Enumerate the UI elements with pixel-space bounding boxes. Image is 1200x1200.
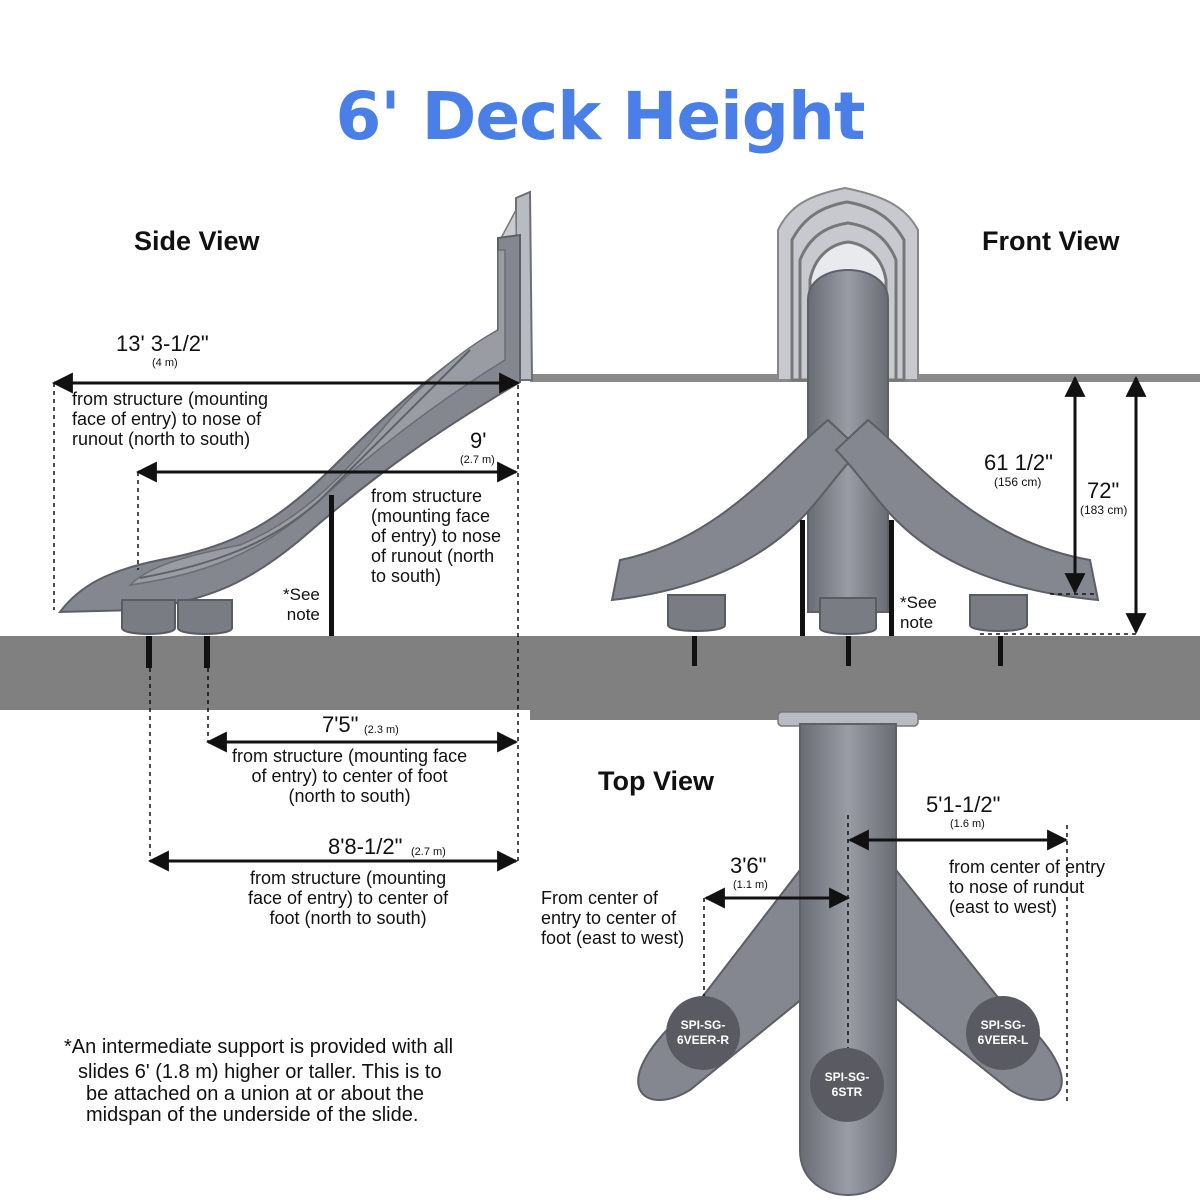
- dimension-lines: [51, 372, 1147, 1105]
- nose-offset-value: 5'1-1/2": [926, 792, 1001, 817]
- nose-offset-desc: from center of entry to nose of runout (…: [949, 857, 1106, 917]
- top-view-label: Top View: [598, 766, 715, 796]
- footnote-star: *: [64, 1036, 72, 1058]
- seven-ft-desc: from structure (mounting face of entry) …: [232, 746, 468, 806]
- nine-ft-desc: from structure (mounting face of entry) …: [371, 486, 502, 586]
- footnote-line-1: An intermediate support is provided with…: [71, 1036, 454, 1058]
- nine-ft-value: 9': [470, 428, 487, 453]
- nine-ft-metric: (2.7 m): [460, 454, 495, 466]
- inner-height-metric: (156 cm): [994, 475, 1042, 489]
- nose-offset-metric: (1.6 m): [950, 818, 985, 830]
- side-see-note: *See note: [283, 585, 320, 624]
- outer-height-value: 72": [1087, 478, 1120, 503]
- overall-length-desc: from structure (mounting face of entry) …: [72, 389, 269, 449]
- seven-ft-value: 7'5": [322, 712, 359, 737]
- footnote-line-3: be attached on a union at or about the: [86, 1083, 425, 1105]
- foot-offset-desc: From center of entry to center of foot (…: [541, 888, 685, 948]
- footnote-line-2: slides 6' (1.8 m) higher or taller. This…: [78, 1061, 442, 1083]
- footnote: *An intermediate support is provided wit…: [64, 1036, 453, 1058]
- overall-length-value: 13' 3-1/2": [116, 331, 209, 356]
- eight-ft-metric: (2.7 m): [411, 846, 446, 858]
- seven-ft-metric: (2.3 m): [364, 724, 399, 736]
- outer-height-metric: (183 cm): [1080, 503, 1128, 517]
- foot-offset-metric: (1.1 m): [733, 879, 768, 891]
- model-badge-straight: SPI-SG- 6STR: [810, 1048, 884, 1122]
- model-badge-veer-left: SPI-SG- 6VEER-L: [966, 996, 1040, 1070]
- front-see-note: *See note: [900, 593, 937, 632]
- model-badge-veer-right: SPI-SG- 6VEER-R: [666, 996, 740, 1070]
- front-view-label: Front View: [982, 226, 1120, 256]
- page-title: 6' Deck Height: [335, 78, 865, 155]
- front-view-slide: [610, 186, 1100, 666]
- side-view-label: Side View: [134, 226, 260, 256]
- footnote-line-4: midspan of the underside of the slide.: [86, 1104, 419, 1126]
- overall-length-metric: (4 m): [152, 357, 178, 369]
- foot-offset-value: 3'6": [730, 853, 767, 878]
- ground-band-lower-right: [530, 636, 1200, 720]
- eight-ft-value: 8'8-1/2": [328, 834, 403, 859]
- eight-ft-desc: from structure (mounting face of entry) …: [248, 868, 449, 928]
- inner-height-value: 61 1/2": [984, 450, 1053, 475]
